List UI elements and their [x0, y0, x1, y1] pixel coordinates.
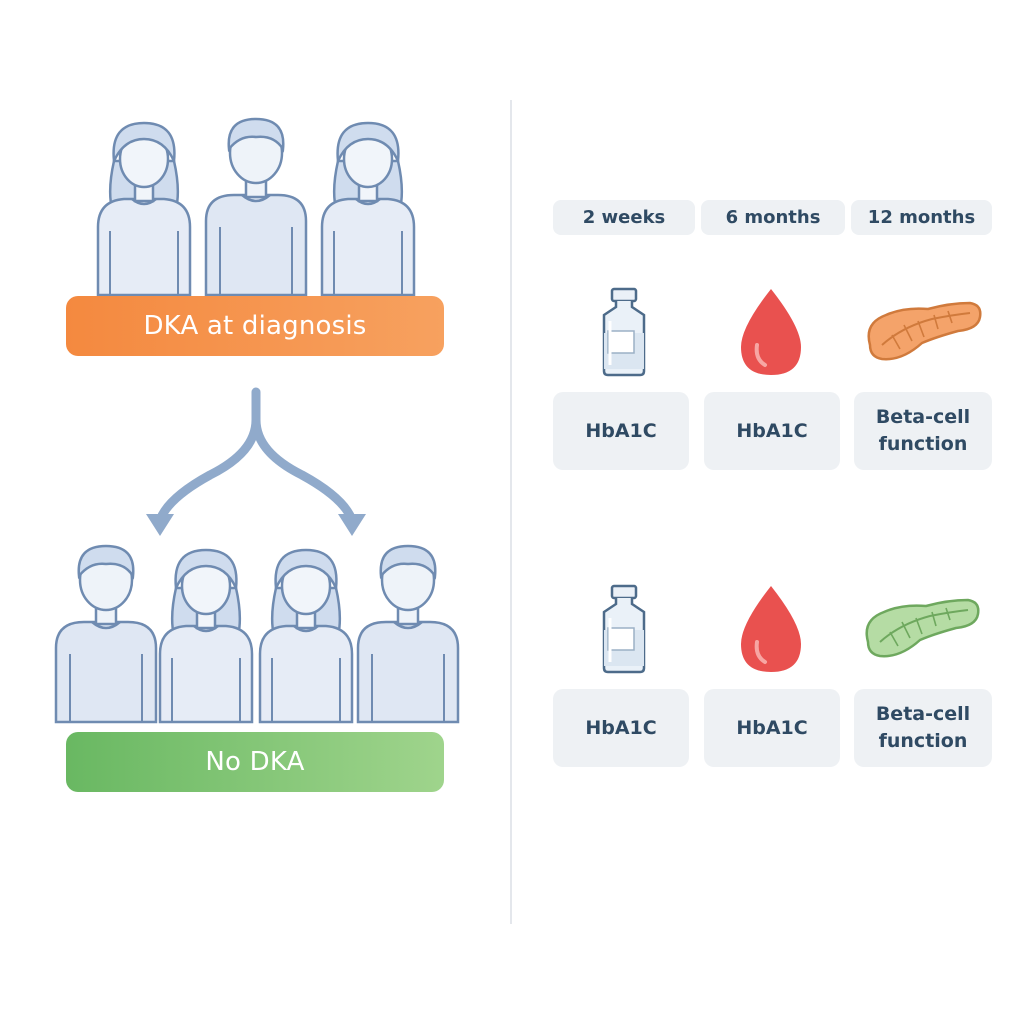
no-dka-group-label: No DKA [66, 732, 444, 792]
measure-card-nodka-2-weeks: HbA1C [553, 689, 689, 767]
timepoint-tab-2-weeks: 2 weeks [553, 200, 695, 235]
timepoint-tab-6-months: 6 months [701, 200, 845, 235]
dka-group-label: DKA at diagnosis [66, 296, 444, 356]
measure-card-dka-12-months: Beta-cell function [854, 392, 992, 470]
measure-label: Beta-cell function [875, 703, 971, 752]
measure-card-dka-6-months: HbA1C [704, 392, 840, 470]
measure-card-dka-2-weeks: HbA1C [553, 392, 689, 470]
pancreas-icon [867, 301, 982, 361]
measure-label: HbA1C [736, 716, 808, 739]
timepoint-tab-12-months: 12 months [851, 200, 992, 235]
measure-label: HbA1C [585, 419, 657, 442]
pancreas-icon [865, 598, 980, 658]
vial-icon [602, 584, 646, 674]
measure-label: HbA1C [585, 716, 657, 739]
measure-label: HbA1C [736, 419, 808, 442]
measure-card-nodka-12-months: Beta-cell function [854, 689, 992, 767]
panel-divider [510, 100, 512, 924]
blood-drop-icon [739, 287, 803, 377]
measure-label: Beta-cell function [875, 406, 971, 455]
split-arrow-icon [155, 387, 357, 525]
blood-drop-icon [739, 584, 803, 674]
vial-icon [602, 287, 646, 377]
measure-card-nodka-6-months: HbA1C [704, 689, 840, 767]
